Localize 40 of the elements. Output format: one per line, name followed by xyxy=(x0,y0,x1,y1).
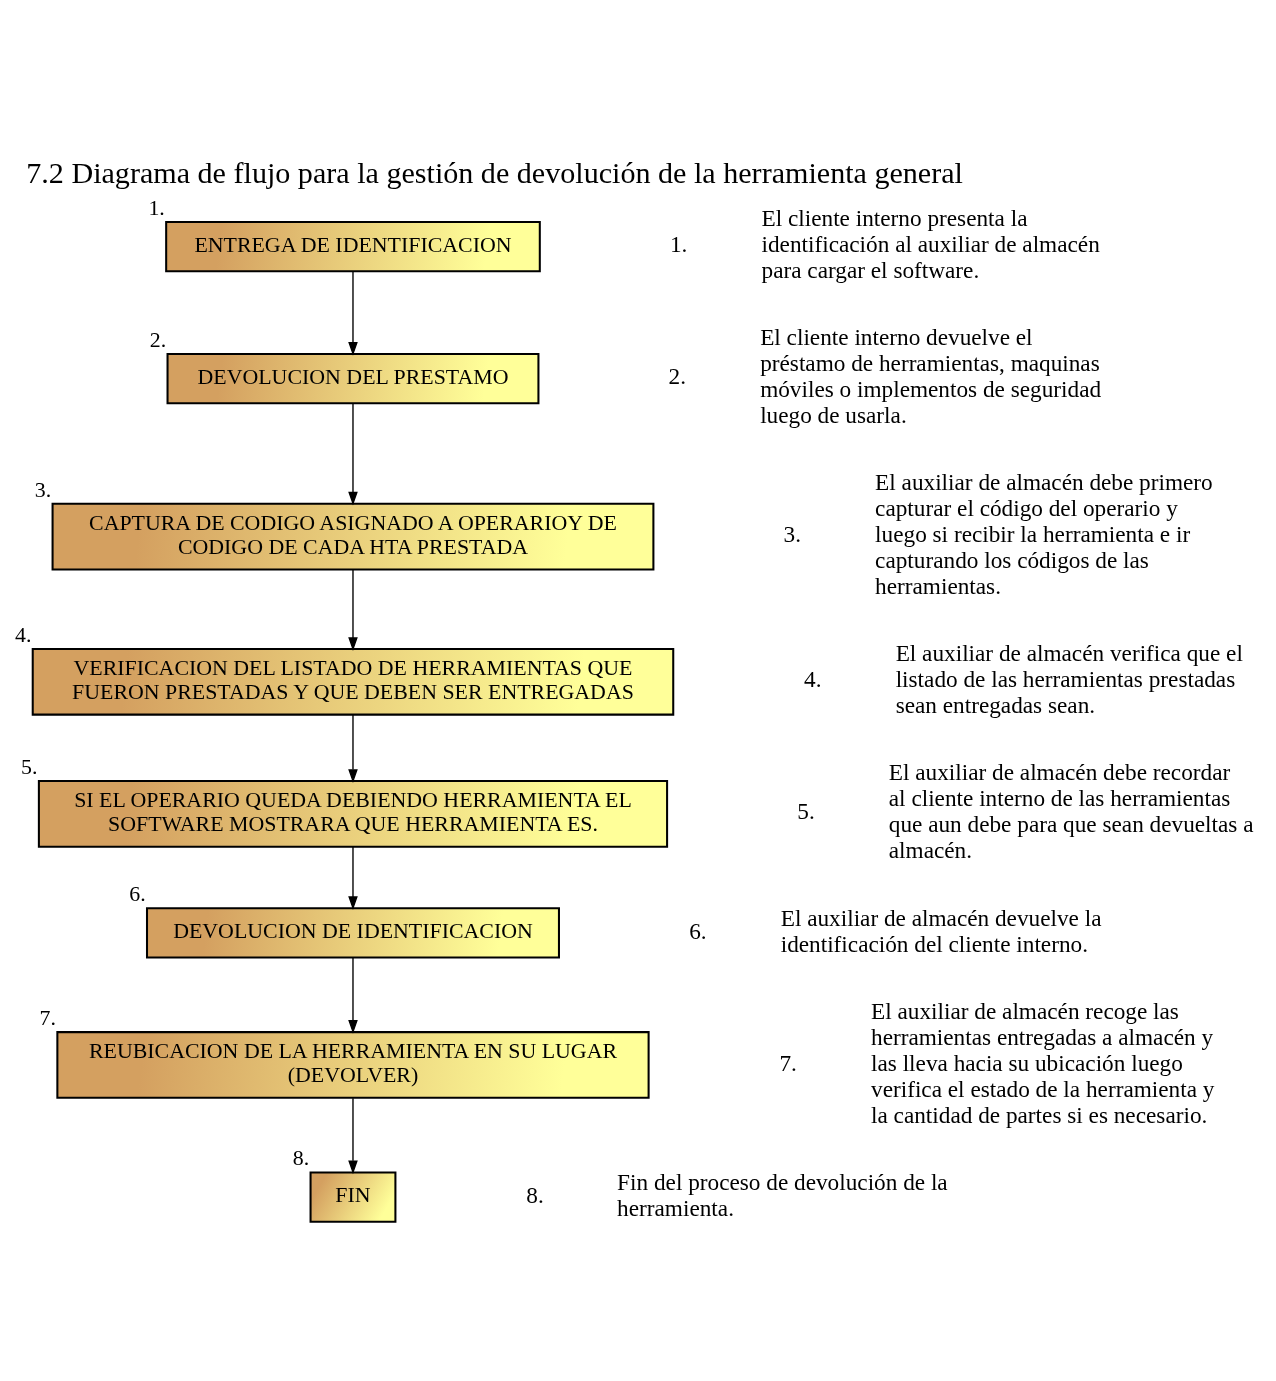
arrow xyxy=(348,845,358,910)
label: El auxiliar de almacén recoge las herramientas entregadas a almacén y las lleva hacia su ubicación luego verifica el estado de la herramienta y la cantidad de partes si es necesario. xyxy=(871,997,1215,1128)
node-label: 5. xyxy=(21,753,38,779)
node-box: FIN xyxy=(309,1170,397,1223)
arrow xyxy=(348,568,358,651)
node-label: 7. xyxy=(39,1004,56,1030)
arrow xyxy=(348,713,358,783)
node-box: VERIFICACION DEL LISTADO DE HERRAMIENTAS QUE FUERON PRESTADAS Y QUE DEBEN SER ENTREGADAS xyxy=(31,647,675,716)
node-label: 1. xyxy=(148,194,165,220)
node-label: 2. xyxy=(149,326,167,352)
diagram-title: 7.2 Diagrama de flujo para la gestión de devolución de la herramienta general xyxy=(26,155,963,190)
label: 8. xyxy=(526,1181,544,1208)
label: El auxiliar de almacén devuelve la identificación del cliente interno. xyxy=(780,904,1102,957)
label: El auxiliar de almacén debe recordar al cliente interno de las herramientas que aun debe para que sean devueltas a almacén. xyxy=(888,758,1254,863)
label: El auxiliar de almacén debe primero capturar el código del operario y luego si recibir la herramienta e ir capturando los códigos de las herramientas. xyxy=(875,468,1213,599)
arrow xyxy=(348,270,358,356)
node-label: 3. xyxy=(34,476,52,502)
label: 7. xyxy=(779,1049,797,1076)
arrow xyxy=(348,1097,358,1174)
label: 2. xyxy=(668,362,687,389)
label: 6. xyxy=(689,917,707,944)
arrow xyxy=(348,402,358,505)
node-box: CAPTURA DE CODIGO ASIGNADO A OPERARIOY DE CODIGO DE CADA HTA PRESTADA xyxy=(51,502,655,571)
node-label: 6. xyxy=(129,880,146,906)
label: El cliente interno presenta la identificación al auxiliar de almacén para cargar el software. xyxy=(761,204,1100,283)
label: El auxiliar de almacén verifica que el listado de las herramientas prestadas sean entregadas sean. xyxy=(895,639,1243,718)
node-box: DEVOLUCION DEL PRESTAMO xyxy=(166,352,540,404)
node-box: ENTREGA DE IDENTIFICACION xyxy=(165,220,541,272)
node-box: SI EL OPERARIO QUEDA DEBIENDO HERRAMIENTA EL SOFTWARE MOSTRARA QUE HERRAMIENTA ES. xyxy=(37,779,669,848)
node-box: DEVOLUCION DE IDENTIFICACION xyxy=(146,906,560,959)
label: 1. xyxy=(670,230,688,257)
label: 3. xyxy=(783,520,802,547)
node-label: 8. xyxy=(292,1144,310,1170)
node-label: 4. xyxy=(14,621,32,647)
label: 5. xyxy=(797,797,815,824)
label: El cliente interno devuelve el préstamo de herramientas, maquinas móviles o implementos de seguridad luego de usarla. xyxy=(760,323,1102,428)
label: Fin del proceso de devolución de la herramienta. xyxy=(617,1168,948,1221)
node-box: REUBICACION DE LA HERRAMIENTA EN SU LUGAR (DEVOLVER) xyxy=(56,1030,650,1099)
arrow xyxy=(348,956,358,1034)
label: 4. xyxy=(804,665,822,692)
